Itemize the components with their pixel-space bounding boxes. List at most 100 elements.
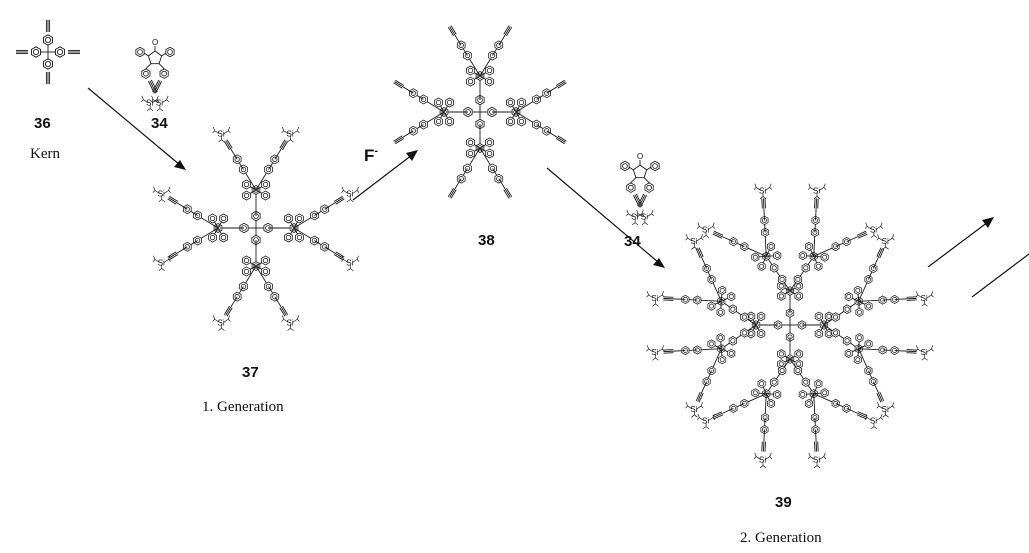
- phenyl-ring: [445, 97, 454, 108]
- silicon-atom-label: Si: [641, 213, 648, 222]
- phenyl-ring: [284, 232, 293, 243]
- silicon-atom-label: Si: [813, 186, 820, 195]
- compound-36-caption: Kern: [30, 146, 60, 162]
- continuation-arrows: [927, 217, 1029, 298]
- oxygen-atom-label: O: [637, 152, 643, 161]
- phenyl-ring: [798, 389, 807, 399]
- phenyl-ring: [770, 263, 779, 273]
- phenyl-ring: [757, 261, 766, 271]
- phenyl-ring: [814, 261, 823, 271]
- phenyl-ring: [310, 235, 319, 246]
- phenyl-ring: [434, 97, 443, 108]
- phenyl-ring: [798, 251, 807, 261]
- phenyl-ring: [831, 328, 840, 338]
- phenyl-ring: [728, 304, 738, 314]
- phenyl-ring: [43, 58, 53, 70]
- phenyl-ring: [626, 182, 636, 193]
- phenyl-ring: [718, 355, 727, 365]
- phenyl-ring: [751, 252, 760, 262]
- silicon-atom-label: Si: [286, 318, 293, 327]
- silicon-atom-label: Si: [702, 417, 709, 426]
- phenyl-ring: [770, 377, 779, 387]
- phenyl-ring: [644, 182, 654, 193]
- silicon-atom-label: Si: [346, 190, 353, 199]
- phenyl-ring: [702, 263, 711, 273]
- compound-38-number: 38: [478, 232, 495, 249]
- phenyl-ring: [777, 274, 787, 285]
- phenyl-ring: [716, 333, 725, 343]
- phenyl-ring: [814, 311, 824, 322]
- compound-37-number: 37: [242, 364, 259, 381]
- phenyl-ring: [727, 348, 736, 358]
- phenyl-ring: [488, 50, 497, 61]
- phenyl-ring: [419, 119, 428, 130]
- phenyl-ring: [773, 389, 782, 399]
- phenyl-ring: [814, 328, 824, 339]
- phenyl-ring: [757, 379, 766, 389]
- silicon-atom-label: Si: [759, 456, 766, 465]
- phenyl-ring: [506, 116, 515, 127]
- phenyl-ring: [485, 137, 494, 148]
- reaction-arrow-2: [352, 150, 418, 201]
- phenyl-ring: [793, 365, 803, 376]
- silicon-atom-label: Si: [882, 405, 889, 414]
- phenyl-ring: [310, 210, 319, 221]
- phenyl-ring: [31, 46, 41, 58]
- phenyl-ring: [409, 88, 418, 99]
- phenyl-ring: [814, 379, 823, 389]
- phenyl-ring: [295, 213, 304, 224]
- phenyl-ring: [242, 255, 251, 266]
- phenyl-ring: [844, 348, 853, 358]
- phenyl-ring: [842, 304, 852, 314]
- reaction-arrow-1: [87, 87, 186, 170]
- compound-39-caption: 2. Generation: [740, 530, 822, 546]
- oxygen-atom-label: O: [152, 38, 158, 47]
- silicon-atom-label: Si: [921, 294, 928, 303]
- phenyl-ring: [702, 377, 711, 387]
- phenyl-ring: [239, 281, 248, 292]
- phenyl-ring: [219, 213, 228, 224]
- phenyl-ring: [419, 94, 428, 105]
- phenyl-ring: [261, 255, 270, 266]
- silicon-atom-label: Si: [870, 225, 877, 234]
- phenyl-ring: [193, 210, 202, 221]
- phenyl-ring: [270, 154, 280, 165]
- phenyl-ring: [794, 291, 803, 301]
- phenyl-ring: [831, 312, 840, 322]
- phenyl-ring: [466, 137, 475, 148]
- phenyl-ring: [506, 97, 515, 108]
- phenyl-ring: [208, 232, 217, 243]
- phenyl-ring: [727, 292, 736, 302]
- phenyl-ring: [261, 179, 270, 190]
- phenyl-ring: [756, 328, 766, 339]
- phenyl-ring: [740, 328, 749, 338]
- phenyl-ring: [165, 46, 175, 58]
- phenyl-ring: [494, 40, 504, 51]
- phenyl-ring: [261, 266, 270, 277]
- phenyl-ring: [853, 355, 862, 365]
- phenyl-ring: [728, 336, 738, 346]
- phenyl-ring: [794, 349, 803, 359]
- phenyl-ring: [242, 266, 251, 277]
- phenyl-ring: [295, 232, 304, 243]
- phenyl-ring: [466, 76, 475, 87]
- phenyl-ring: [445, 116, 454, 127]
- phenyl-ring: [853, 285, 862, 295]
- reaction-arrow-3: [546, 167, 665, 268]
- phenyl-ring: [494, 173, 504, 184]
- silicon-atom-label: Si: [690, 405, 697, 414]
- phenyl-ring: [159, 68, 169, 79]
- silicon-atom-label: Si: [759, 186, 766, 195]
- silicon-atom-label: Si: [702, 225, 709, 234]
- phenyl-ring: [869, 263, 878, 273]
- phenyl-ring: [777, 365, 787, 376]
- phenyl-ring: [864, 301, 873, 311]
- phenyl-ring: [831, 398, 840, 408]
- phenyl-ring: [707, 339, 716, 349]
- phenyl-ring: [141, 68, 151, 79]
- phenyl-ring: [261, 190, 270, 201]
- phenyl-ring: [869, 377, 878, 387]
- phenyl-ring: [485, 65, 494, 76]
- phenyl-ring: [707, 301, 716, 311]
